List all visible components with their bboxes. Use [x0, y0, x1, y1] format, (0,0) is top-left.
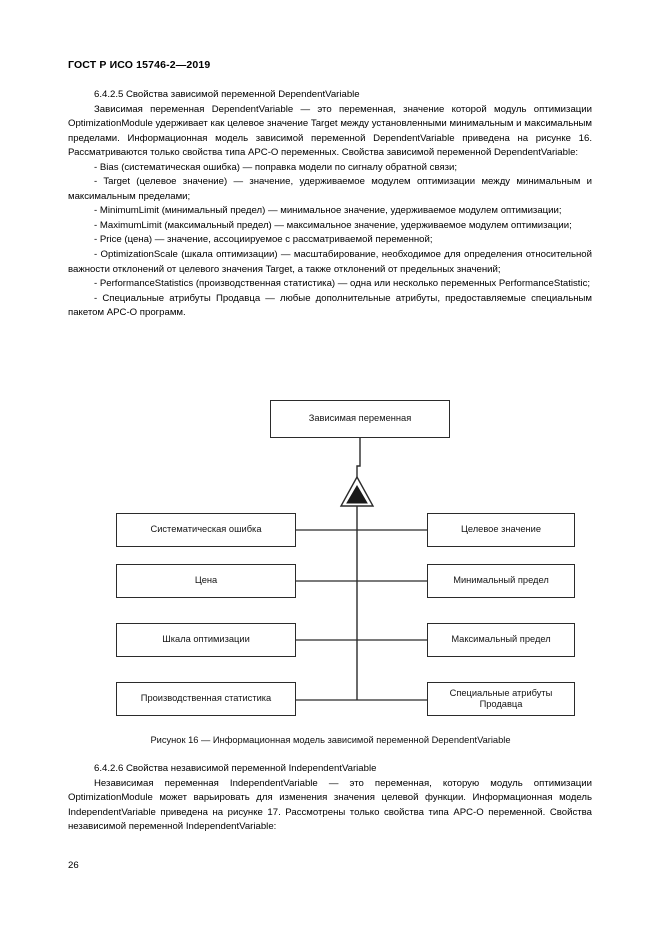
- property-bullet-maximumlimit: - MaximumLimit (максимальный предел) — м…: [94, 219, 572, 231]
- property-bullet-bias: - Bias (систематическая ошибка) — поправ…: [94, 161, 458, 173]
- property-bullet-vendor-specific-attributes: - Специальные атрибуты Продавца — любые …: [68, 292, 592, 319]
- property-bullet-performancestatistics: - PerformanceStatistics (производственна…: [94, 278, 591, 290]
- diagram-node-maximum-limit: Максимальный предел: [427, 623, 575, 657]
- body-text-lower: 6.4.2.6 Свойства независимой переменной …: [68, 762, 592, 835]
- document-header-standard-id: ГОСТ Р ИСО 15746-2—2019: [68, 59, 211, 71]
- property-bullet-target: - Target (целевое значение) — значение, …: [68, 176, 592, 202]
- diagram-node-bias: Систематическая ошибка: [116, 513, 296, 547]
- figure-16-caption: Рисунок 16 — Информационная модель завис…: [150, 735, 511, 745]
- body-text-upper: 6.4.2.5 Свойства зависимой переменной De…: [68, 88, 592, 321]
- diagram-node-minimum-limit: Минимальный предел: [427, 564, 575, 598]
- property-bullet-optimizationscale: - OptimizationScale (шкала оптимизации) …: [68, 249, 592, 275]
- clause-heading-6-4-2-5: 6.4.2.5 Свойства зависимой переменной De…: [94, 89, 360, 100]
- figure-16: Зависимая переменная Систематическая оши…: [0, 0, 661, 745]
- clause-6-4-2-5-intro-paragraph: Зависимая переменная DependentVariable —…: [68, 103, 592, 159]
- clause-heading-6-4-2-6: 6.4.2.6 Свойства независимой переменной …: [94, 763, 377, 774]
- diagram-node-price: Цена: [116, 564, 296, 598]
- property-bullet-price: - Price (цена) — значение, ассоциируемое…: [94, 234, 433, 246]
- aggregation-triangle-outer: [339, 475, 375, 507]
- diagram-node-performance-statistics: Производственная статистика: [116, 682, 296, 716]
- aggregation-triangle-inner: [346, 485, 368, 504]
- property-bullet-minimumlimit: - MinimumLimit (минимальный предел) — ми…: [94, 205, 562, 217]
- diagram-node-vendor-specific-attributes: Специальные атрибуты Продавца: [427, 682, 575, 716]
- page-number: 26: [68, 860, 79, 871]
- diagram-node-target: Целевое значение: [427, 513, 575, 547]
- diagram-node-optimization-scale: Шкала оптимизации: [116, 623, 296, 657]
- diagram-node-root-dependent-variable: Зависимая переменная: [270, 400, 450, 438]
- clause-6-4-2-6-intro-paragraph: Независимая переменная IndependentVariab…: [68, 777, 592, 833]
